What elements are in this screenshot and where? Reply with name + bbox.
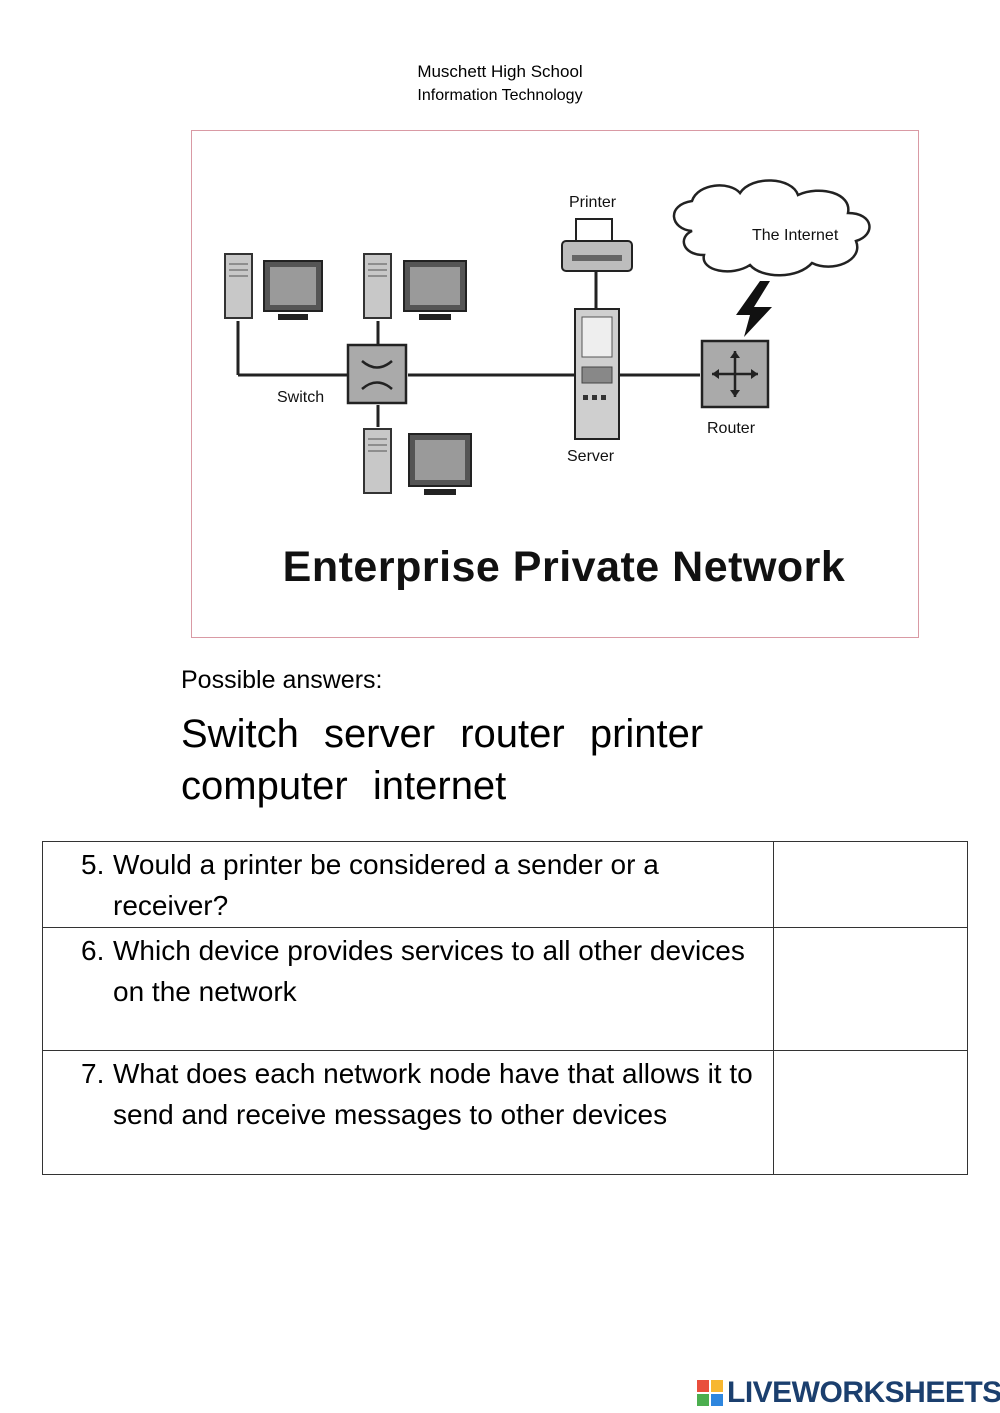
printer-icon xyxy=(561,218,633,272)
question-number: 5. xyxy=(81,849,105,880)
network-diagram-drawing xyxy=(224,179,871,495)
internet-cloud-icon xyxy=(672,179,871,277)
computer-icon xyxy=(224,253,323,320)
liveworksheets-logo: LIVEWORKSHEETS xyxy=(697,1376,1000,1410)
answer-word-bank: Switch server router printer computer in… xyxy=(181,708,801,812)
computer-icon xyxy=(363,428,472,495)
answer-word: server xyxy=(323,712,436,756)
answer-box[interactable] xyxy=(772,927,969,1051)
printer-label: Printer xyxy=(569,194,617,211)
server-icon xyxy=(574,308,620,440)
lightning-icon xyxy=(736,281,772,337)
question-row: 5. Would a printer be considered a sende… xyxy=(42,841,969,928)
school-name: Muschett High School xyxy=(417,62,583,81)
answer-box[interactable] xyxy=(772,841,969,928)
internet-label: The Internet xyxy=(752,227,839,244)
subject-name: Information Technology xyxy=(417,87,583,104)
question-text: Would a printer be considered a sender o… xyxy=(113,849,659,921)
server-label: Server xyxy=(567,448,615,465)
question-number: 7. xyxy=(81,1058,105,1089)
network-diagram: Printer The Internet Switch Server Route… xyxy=(191,130,919,638)
answer-box[interactable] xyxy=(772,1050,969,1175)
questions-table: 5. Would a printer be considered a sende… xyxy=(42,841,969,1175)
computer-icon xyxy=(363,253,467,320)
answer-word: Switch xyxy=(181,712,299,756)
brand-name: LIVEWORKSHEETS xyxy=(727,1376,1000,1409)
question-number: 6. xyxy=(81,935,105,966)
diagram-title: Enterprise Private Network xyxy=(282,543,846,591)
switch-label: Switch xyxy=(277,389,325,406)
liveworksheets-logo-icon xyxy=(697,1380,723,1406)
answers-label: Possible answers: xyxy=(181,666,383,694)
network-cables xyxy=(236,272,700,427)
question-row: 7. What does each network node have that… xyxy=(42,1050,969,1175)
router-label: Router xyxy=(707,420,756,437)
router-icon xyxy=(700,339,770,409)
switch-icon xyxy=(346,343,408,405)
question-row: 6. Which device provides services to all… xyxy=(42,927,969,1051)
question-text: What does each network node have that al… xyxy=(113,1058,753,1130)
answer-word: internet xyxy=(372,764,507,808)
answer-word: computer xyxy=(181,764,348,808)
question-text: Which device provides services to all ot… xyxy=(113,935,745,1007)
answer-word: printer xyxy=(589,712,704,756)
answer-word: router xyxy=(460,712,565,756)
